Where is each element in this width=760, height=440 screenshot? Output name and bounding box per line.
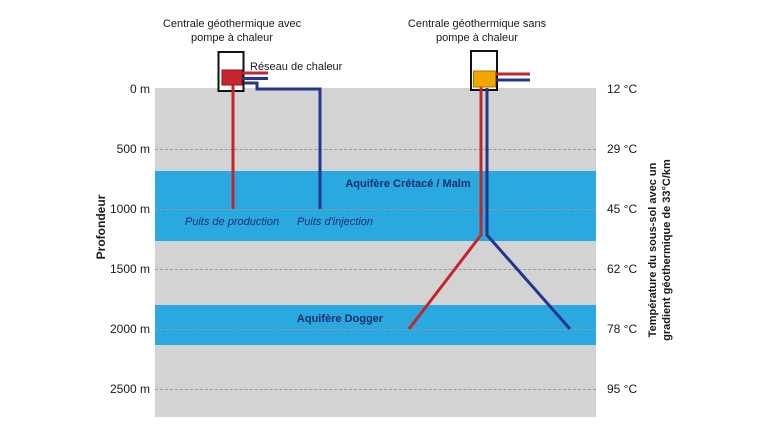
plant-title-without-heat-pump: Centrale géothermique sans pompe à chale… [407, 18, 547, 44]
ground-body [155, 88, 596, 417]
production-well-label: Puits de production [184, 216, 280, 228]
temperature-axis-title: Température du sous-sol avec un gradient… [647, 159, 673, 341]
temp-tick-62c: 62 °C [607, 262, 638, 276]
aquifer-label-dogger: Aquifère Dogger [296, 313, 384, 325]
depth-axis-title: Profondeur [94, 194, 108, 260]
plant-building-left [217, 51, 245, 92]
temp-tick-45c: 45 °C [607, 202, 638, 216]
plant-building-right [470, 50, 498, 91]
aquifer-label-cretace-malm: Aquifère Crétacé / Malm [345, 178, 471, 190]
temp-tick-29c: 29 °C [607, 142, 638, 156]
depth-tick-1500m: 1500 m [109, 262, 150, 276]
temp-tick-78c: 78 °C [607, 322, 638, 336]
temp-tick-12c: 12 °C [607, 82, 638, 96]
depth-tick-0m: 0 m [129, 82, 150, 96]
depth-tick-500m: 500 m [116, 142, 150, 156]
aquifer-band-dogger [155, 305, 596, 345]
depth-gridline-1000m [155, 209, 596, 210]
plant-title-with-heat-pump: Centrale géothermique avec pompe à chale… [162, 18, 302, 44]
depth-gridline-2500m [155, 389, 596, 390]
temp-tick-95c: 95 °C [607, 382, 638, 396]
depth-gridline-2000m [155, 329, 596, 330]
heat-exchanger-unit [473, 70, 496, 88]
depth-tick-2000m: 2000 m [109, 322, 150, 336]
heat-pump-unit [221, 69, 243, 86]
injection-well-label: Puits d'injection [296, 216, 374, 228]
depth-gridline-500m [155, 149, 596, 150]
depth-tick-1000m: 1000 m [109, 202, 150, 216]
depth-tick-2500m: 2500 m [109, 382, 150, 396]
depth-gridline-1500m [155, 269, 596, 270]
heat-network-label: Réseau de chaleur [250, 61, 343, 73]
